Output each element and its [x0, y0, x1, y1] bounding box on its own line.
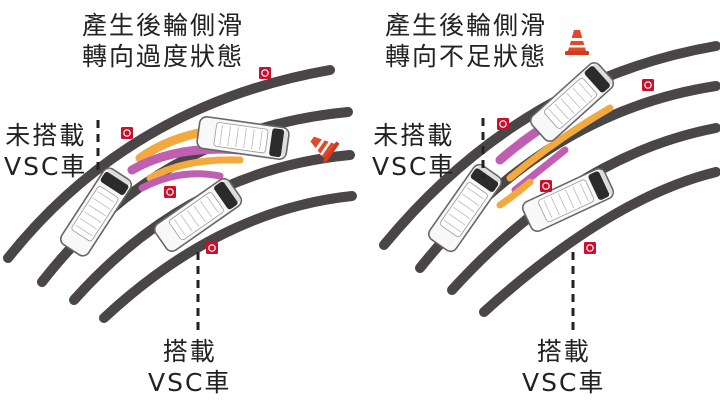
left-without-vsc-line-2: VSC車 [4, 152, 88, 181]
right-without-vsc-line-1: 未搭載 [373, 121, 455, 150]
left-caption-line-2: 轉向過度狀態 [82, 42, 245, 71]
left-with-vsc-line-2: VSC車 [148, 368, 232, 397]
warning-marker-icon [163, 185, 177, 199]
warning-marker-icon [496, 117, 510, 131]
right-caption-line-1: 產生後輪側滑 [385, 11, 548, 40]
right-panel [379, 30, 720, 330]
right-caption: 產生後輪側滑 轉向不足狀態 [385, 10, 547, 72]
warning-marker-icon [539, 179, 553, 193]
right-caption-line-2: 轉向不足狀態 [385, 42, 548, 71]
traffic-cone-icon [565, 30, 589, 55]
right-with-vsc-line-1: 搭載 [536, 337, 591, 366]
left-with-vsc-line-1: 搭載 [162, 337, 217, 366]
warning-marker-icon [641, 78, 655, 92]
left-without-vsc-line-1: 未搭載 [5, 121, 87, 150]
left-caption-line-1: 產生後輪側滑 [82, 11, 245, 40]
right-with-vsc-line-2: VSC車 [522, 368, 606, 397]
warning-marker-icon [258, 66, 272, 80]
left-label-with-vsc: 搭載 VSC車 [148, 336, 231, 398]
warning-marker-icon [583, 241, 597, 255]
right-label-without-vsc: 未搭載 VSC車 [372, 120, 455, 182]
left-caption: 產生後輪側滑 轉向過度狀態 [82, 10, 244, 72]
right-label-with-vsc: 搭載 VSC車 [522, 336, 605, 398]
right-without-vsc-line-2: VSC車 [372, 152, 456, 181]
warning-marker-icon [205, 241, 219, 255]
warning-marker-icon [120, 126, 134, 140]
left-label-without-vsc: 未搭載 VSC車 [4, 120, 87, 182]
curved-road [3, 65, 357, 323]
left-panel [3, 65, 357, 330]
